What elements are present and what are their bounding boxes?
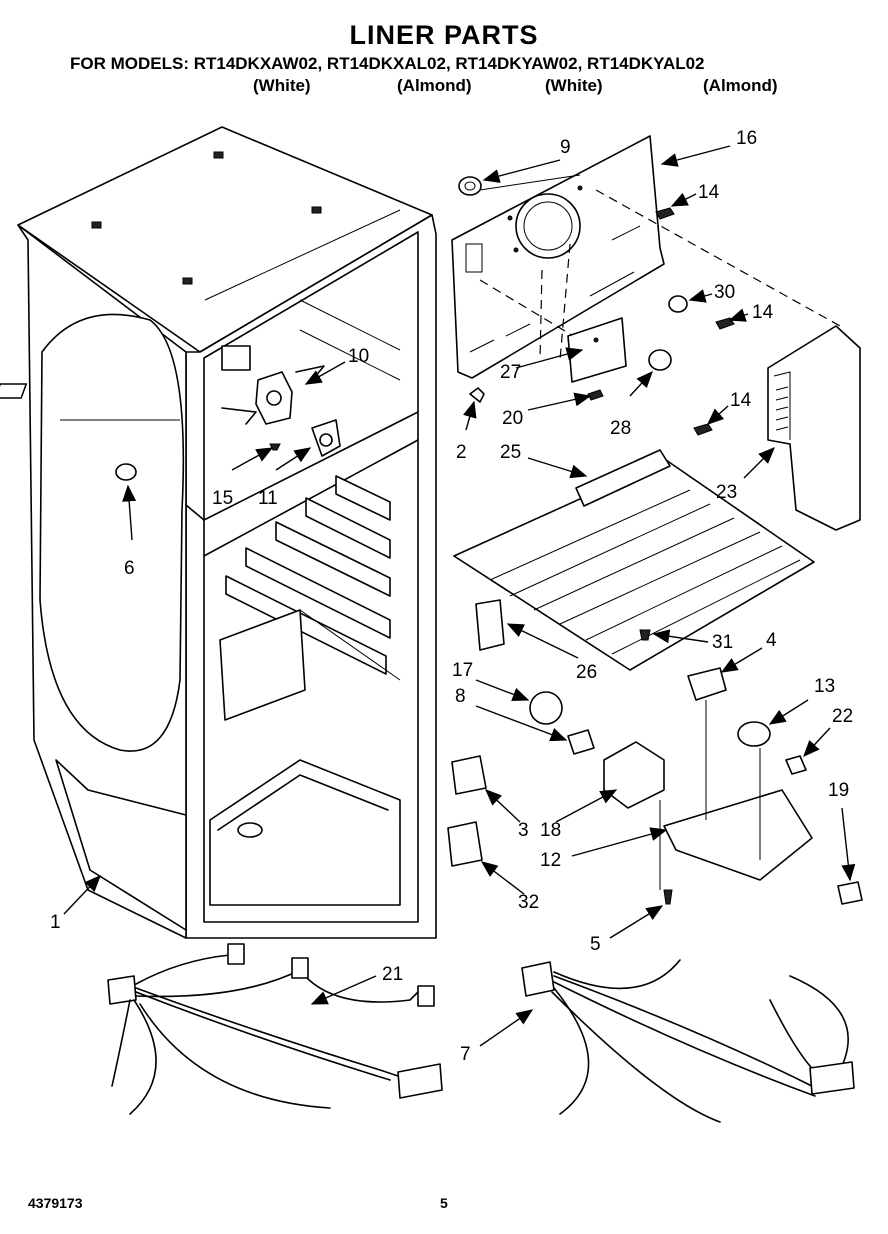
part-9-button xyxy=(458,176,482,196)
part-2-clip xyxy=(469,387,485,403)
color-label-3: (White) xyxy=(545,76,603,95)
models-line: FOR MODELS: RT14DKXAW02, RT14DKXAL02, RT… xyxy=(70,54,705,73)
part-21-wire-harness xyxy=(107,943,443,1115)
part-22-switch xyxy=(785,755,807,775)
callout-19: 19 xyxy=(828,780,849,801)
callout-32: 32 xyxy=(518,892,539,913)
part-19-terminal xyxy=(837,881,863,905)
callout-12: 12 xyxy=(540,850,561,871)
callout-30: 30 xyxy=(714,282,735,303)
part-27-plate xyxy=(567,317,627,383)
color-label-1: (White) xyxy=(253,76,311,95)
callout-7: 7 xyxy=(460,1044,471,1065)
callout-27: 27 xyxy=(500,362,521,383)
part-12-control-box xyxy=(663,789,813,881)
refrigerator-liner xyxy=(0,126,437,939)
callout-11: 11 xyxy=(258,488,278,509)
callout-17: 17 xyxy=(452,660,473,681)
part-20-screw xyxy=(587,389,604,401)
callout-22: 22 xyxy=(832,706,853,727)
callout-20: 20 xyxy=(502,408,523,429)
callout-14b: 14 xyxy=(752,302,774,323)
part-31-screw xyxy=(639,629,651,641)
part-17-bulb xyxy=(529,691,563,725)
part-8-socket xyxy=(567,729,595,755)
callout-5: 5 xyxy=(590,934,601,955)
callout-21: 21 xyxy=(382,964,403,985)
callout-8: 8 xyxy=(455,686,466,707)
callout-26: 26 xyxy=(576,662,597,683)
part-13-thermostat xyxy=(737,721,771,747)
part-5-screw xyxy=(663,889,673,905)
part-30-grommet xyxy=(668,295,688,313)
color-label-2: (Almond) xyxy=(397,76,472,95)
callout-3: 3 xyxy=(518,820,529,841)
callout-1: 1 xyxy=(50,912,61,933)
part-32-connector xyxy=(447,821,483,867)
color-label-4: (Almond) xyxy=(703,76,778,95)
callout-25: 25 xyxy=(500,442,521,463)
callout-23: 23 xyxy=(716,482,737,503)
leader-arrows xyxy=(63,145,856,1047)
callout-6: 6 xyxy=(124,558,135,579)
evaporator-cover xyxy=(451,135,665,379)
part-3-connector xyxy=(451,755,487,795)
page-number: 5 xyxy=(440,1195,448,1211)
callout-15: 15 xyxy=(212,488,233,509)
part-6-plug xyxy=(115,463,137,481)
part-25-evaporator-shelf xyxy=(453,449,815,671)
document-number: 4379173 xyxy=(28,1195,83,1211)
callout-28: 28 xyxy=(610,418,631,439)
callout-31: 31 xyxy=(712,632,733,653)
part-4-knob xyxy=(687,667,727,701)
callout-4: 4 xyxy=(766,630,777,651)
page-title: LINER PARTS xyxy=(349,20,539,50)
part-28-plug xyxy=(648,349,672,371)
callout-10: 10 xyxy=(348,346,369,367)
callout-18: 18 xyxy=(540,820,561,841)
callout-9: 9 xyxy=(560,137,571,158)
shelf-supports xyxy=(225,475,391,675)
callout-2: 2 xyxy=(456,442,467,463)
part-26-clip xyxy=(475,599,505,651)
callout-labels: 1 2 3 4 5 6 7 8 9 10 11 12 13 14 14 14 1… xyxy=(50,128,853,1065)
callout-14c: 14 xyxy=(730,390,752,411)
callout-16: 16 xyxy=(736,128,757,149)
part-23-control-housing xyxy=(767,325,861,531)
callout-14a: 14 xyxy=(698,182,720,203)
part-18-light-shield xyxy=(603,741,665,809)
part-7-wire-harness xyxy=(521,959,855,1123)
screws-14 xyxy=(655,207,735,436)
callout-13: 13 xyxy=(814,676,835,697)
